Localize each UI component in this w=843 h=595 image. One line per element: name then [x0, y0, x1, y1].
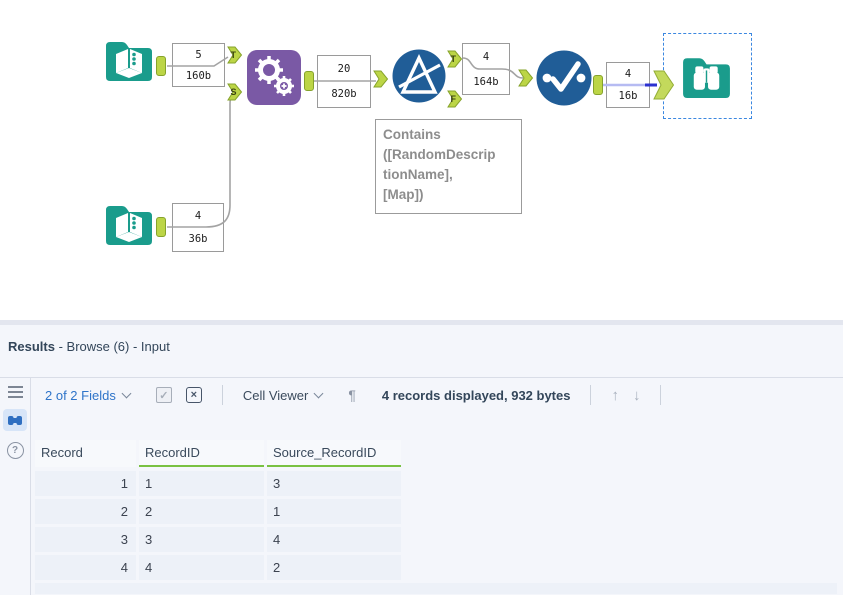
output-anchor-false[interactable]: F [447, 90, 463, 108]
empty-row-strip [35, 583, 837, 594]
toolbar-separator [221, 385, 223, 405]
table-cell[interactable]: 1 [139, 471, 264, 496]
annotation-line: tionName], [383, 167, 453, 182]
output-anchor-true[interactable]: T [447, 50, 463, 68]
binoculars-icon [8, 415, 22, 425]
input-data-tool-2[interactable] [103, 194, 155, 248]
table-cell[interactable]: 4 [35, 555, 136, 580]
column-header-recordid[interactable]: RecordID [139, 440, 264, 467]
column-header-source-recordid[interactable]: Source_RecordID [267, 440, 401, 467]
counter-bytes: 36b [188, 233, 208, 246]
input-anchor[interactable] [518, 69, 534, 87]
table-cell[interactable]: 3 [267, 471, 401, 496]
output-anchor[interactable] [156, 56, 166, 76]
results-panel: Results - Browse (6) - Input ? 2 of 2 Fi… [0, 320, 843, 595]
workflow-canvas[interactable]: 5 160b 20 820b 4 164b 4 16b 4 36b [0, 0, 843, 320]
column-header-record[interactable]: Record [35, 440, 136, 467]
counter-bytes: 160b [185, 69, 212, 82]
annotation-line: [Map]) [383, 187, 424, 202]
toolbar-separator [660, 385, 662, 405]
output-anchor[interactable] [304, 71, 314, 91]
filter-tool[interactable] [392, 49, 446, 103]
svg-text:T: T [451, 54, 457, 64]
append-fields-tool[interactable] [246, 49, 302, 106]
table-cell[interactable]: 2 [267, 555, 401, 580]
table-cell[interactable]: 3 [35, 527, 136, 552]
annotation-line: ([RandomDescrip [383, 147, 496, 162]
results-subtitle: - Browse (6) - Input [54, 339, 170, 354]
input-anchor-s[interactable]: S [227, 83, 243, 101]
deselect-fields-icon[interactable]: × [185, 387, 202, 403]
table-cell[interactable]: 2 [35, 499, 136, 524]
browse-tool[interactable] [679, 46, 734, 101]
results-header: Results - Browse (6) - Input [0, 325, 843, 378]
table-cell[interactable]: 1 [35, 471, 136, 496]
svg-text:S: S [231, 87, 237, 97]
metadata-list-icon[interactable] [7, 386, 23, 398]
connection-counter: 20 820b [317, 55, 371, 108]
cell-viewer-dropdown[interactable]: Cell Viewer [242, 387, 309, 403]
connection-counter: 4 16b [606, 62, 650, 108]
annotation-line: Contains [383, 127, 441, 142]
results-title: Results [8, 339, 55, 354]
counter-records: 5 [195, 48, 202, 61]
svg-text:F: F [451, 94, 457, 104]
output-anchor[interactable] [593, 75, 603, 95]
table-header-row: Record RecordID Source_RecordID [35, 440, 843, 467]
output-anchor[interactable] [156, 217, 166, 237]
counter-bytes: 164b [473, 75, 499, 88]
table-cell[interactable]: 4 [139, 555, 264, 580]
counter-records: 20 [337, 62, 351, 75]
data-view-button[interactable] [3, 409, 27, 431]
scroll-up-icon[interactable]: ↑ [611, 386, 619, 404]
results-toolbar: 2 of 2 Fields ✓ × Cell Viewer ¶ 4 record… [31, 378, 843, 412]
connection-counter: 5 160b [172, 43, 225, 87]
unique-tool[interactable] [536, 50, 592, 106]
results-sidebar: ? [0, 378, 31, 595]
chevron-down-icon[interactable] [313, 388, 324, 399]
records-info: 4 records displayed, 932 bytes [381, 387, 571, 403]
table-cell[interactable]: 1 [267, 499, 401, 524]
input-data-tool-1[interactable] [103, 30, 155, 84]
table-cell[interactable]: 3 [139, 527, 264, 552]
counter-records: 4 [194, 209, 202, 222]
connection-counter: 4 164b [462, 43, 510, 95]
whitespace-toggle-icon[interactable]: ¶ [348, 387, 356, 403]
toolbar-separator [590, 385, 592, 405]
counter-records: 4 [624, 68, 632, 80]
counter-records: 4 [482, 50, 490, 63]
fields-dropdown[interactable]: 2 of 2 Fields [45, 387, 116, 403]
scroll-down-icon[interactable]: ↓ [632, 386, 641, 404]
input-anchor-selected[interactable] [653, 70, 675, 100]
counter-bytes: 16b [618, 90, 638, 102]
input-anchor[interactable] [373, 70, 389, 88]
chevron-down-icon[interactable] [121, 388, 132, 399]
tool-annotation[interactable]: Contains ([RandomDescrip tionName], [Map… [375, 119, 522, 214]
table-cell[interactable]: 4 [267, 527, 401, 552]
counter-bytes: 820b [331, 88, 357, 101]
help-icon[interactable]: ? [6, 442, 24, 459]
connection-counter: 4 36b [172, 203, 224, 252]
select-fields-checkbox-icon[interactable]: ✓ [155, 387, 172, 403]
input-anchor-t[interactable]: T [227, 46, 243, 64]
table-cell[interactable]: 2 [139, 499, 264, 524]
svg-text:T: T [231, 50, 237, 60]
